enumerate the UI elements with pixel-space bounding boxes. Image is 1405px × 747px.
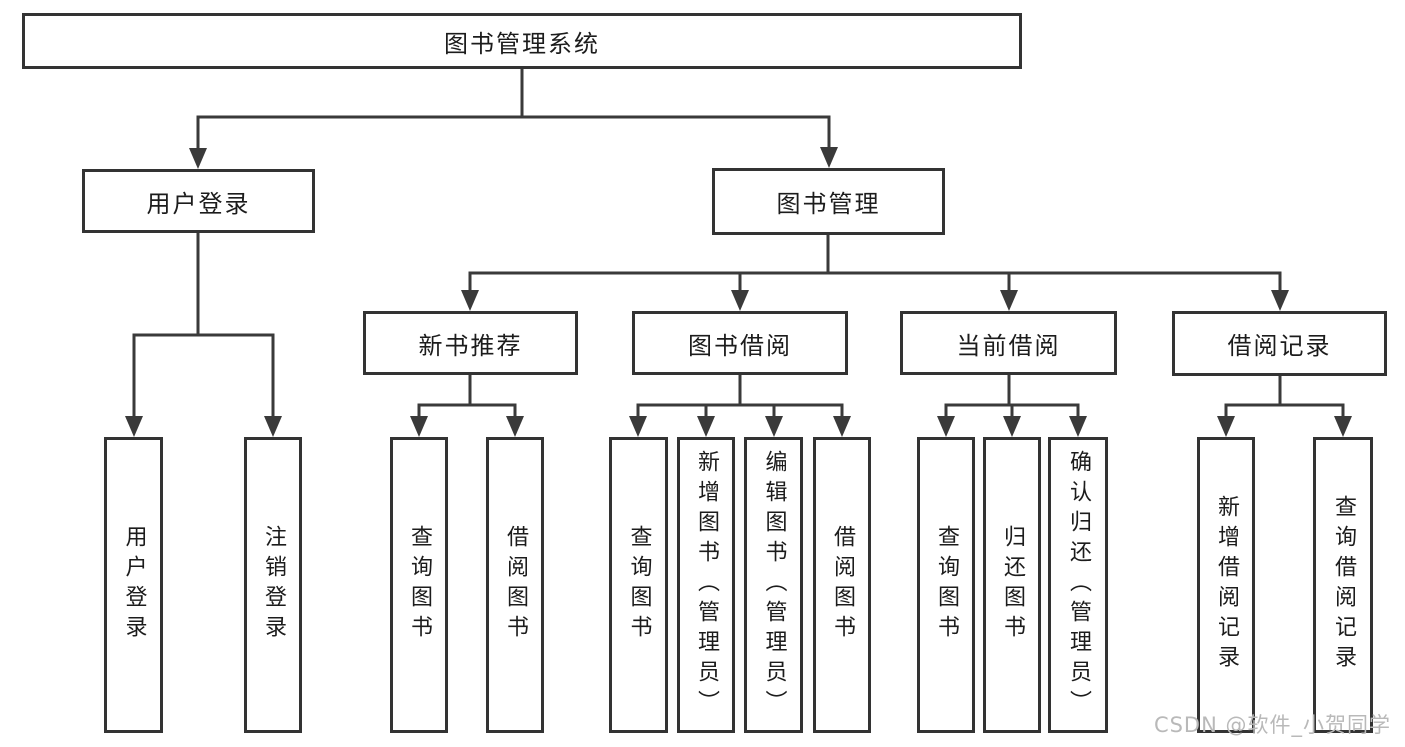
node-current-borrow: 当前借阅 — [900, 311, 1117, 375]
arrowhead-icon — [765, 416, 783, 437]
node-new-book-recommend: 新书推荐 — [363, 311, 578, 375]
watermark-text: CSDN @软件_小贺同学 — [1153, 713, 1391, 737]
leaf-add-borrow-record: 新增借阅记录 — [1197, 437, 1255, 733]
arrowhead-icon — [506, 416, 524, 437]
arrowhead-icon — [410, 416, 428, 437]
leaf-logout: 注销登录 — [244, 437, 302, 733]
node-book-management: 图书管理 — [712, 168, 945, 235]
arrowhead-icon — [629, 416, 647, 437]
arrowhead-icon — [189, 148, 207, 169]
node-borrow-records: 借阅记录 — [1172, 311, 1387, 376]
arrowhead-icon — [264, 416, 282, 437]
leaf-return-book: 归还图书 — [983, 437, 1041, 733]
arrowhead-icon — [820, 147, 838, 168]
arrowhead-icon — [1000, 290, 1018, 311]
leaf-add-book-admin: 新增图书（管理员） — [677, 437, 735, 733]
arrowhead-icon — [1069, 416, 1087, 437]
arrowhead-icon — [461, 290, 479, 311]
node-user-login: 用户登录 — [82, 169, 315, 233]
arrowhead-icon — [1334, 416, 1352, 437]
node-book-borrow: 图书借阅 — [632, 311, 848, 375]
leaf-query-book-current: 查询图书 — [917, 437, 975, 733]
arrowhead-icon — [1271, 290, 1289, 311]
leaf-query-book-recommend: 查询图书 — [390, 437, 448, 733]
leaf-query-borrow-record: 查询借阅记录 — [1313, 437, 1373, 733]
node-root: 图书管理系统 — [22, 13, 1022, 69]
leaf-confirm-return-admin: 确认归还（管理员） — [1048, 437, 1108, 733]
leaf-user-login: 用户登录 — [104, 437, 163, 733]
leaf-borrow-book: 借阅图书 — [813, 437, 871, 733]
arrowhead-icon — [1003, 416, 1021, 437]
arrowhead-icon — [125, 416, 143, 437]
arrowhead-icon — [697, 416, 715, 437]
leaf-query-book-borrow: 查询图书 — [609, 437, 668, 733]
arrowhead-icon — [731, 290, 749, 311]
leaf-borrow-book-recommend: 借阅图书 — [486, 437, 544, 733]
arrowhead-icon — [833, 416, 851, 437]
arrowhead-icon — [937, 416, 955, 437]
arrowhead-icon — [1217, 416, 1235, 437]
leaf-edit-book-admin: 编辑图书（管理员） — [744, 437, 803, 733]
